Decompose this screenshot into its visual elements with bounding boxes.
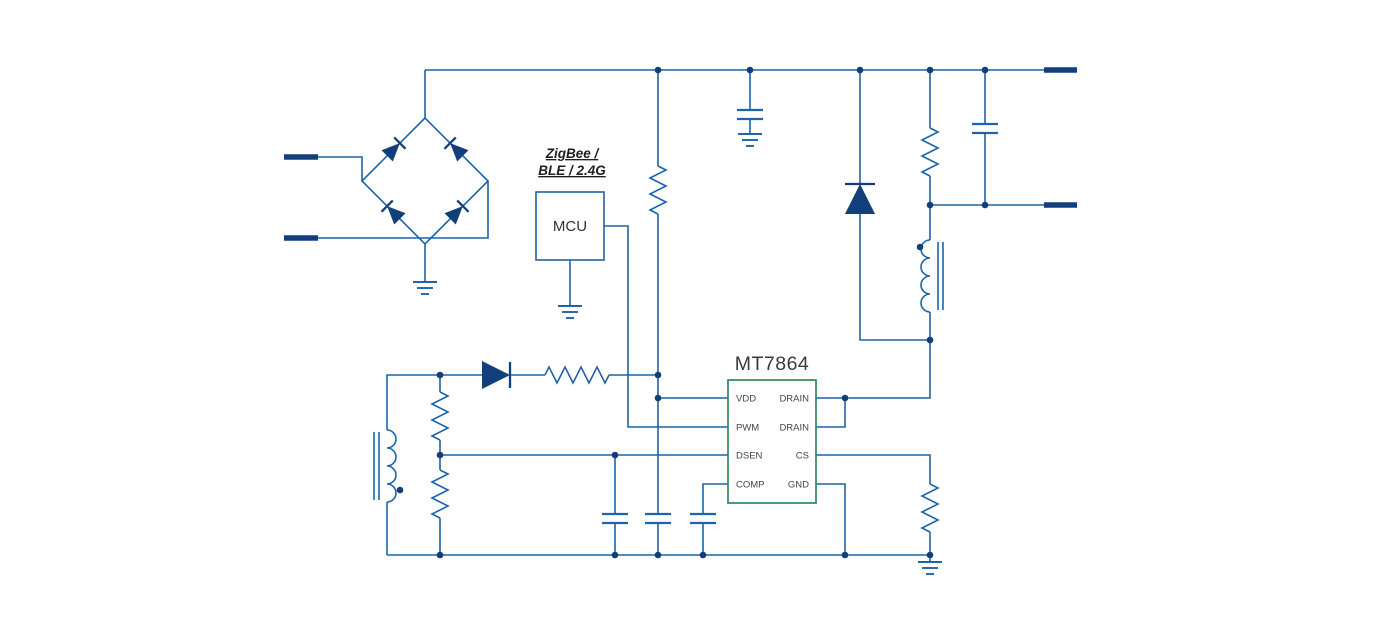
chip-pin-label-gnd: GND: [788, 480, 809, 491]
wireless-label-line2: BLE / 2.4G: [538, 163, 606, 178]
mcu-block: MCU ZigBee / BLE / 2.4G: [535, 146, 606, 261]
chip-pin-label-drain1: DRAIN: [779, 394, 809, 405]
wire-segments: [316, 69, 1045, 562]
resistors: [430, 127, 940, 533]
primary-winding: [916, 239, 944, 313]
bridge-rectifier: [380, 136, 470, 225]
bridge-diode: [443, 136, 469, 162]
capacitor-dsen: [602, 512, 628, 525]
capacitor-comp: [690, 512, 716, 525]
driver-chip: MT7864 VDD PWM DSEN COMP DRAIN DRAIN CS …: [727, 353, 817, 504]
chip-title: MT7864: [735, 353, 810, 375]
chip-body: [727, 379, 817, 504]
resistor-aux-series: [544, 365, 610, 385]
phase-dot: [396, 486, 404, 494]
resistor-divider-lower: [430, 469, 450, 519]
wireless-label-line1: ZigBee /: [545, 146, 600, 161]
chip-pin-label-dsen: DSEN: [736, 451, 763, 462]
resistor-cs-sense: [920, 483, 940, 533]
mcu-label: MCU: [553, 218, 587, 235]
ground-symbol-power: [918, 561, 942, 575]
bridge-diode: [444, 199, 470, 225]
ac-input-terminal-bars: [284, 154, 318, 241]
capacitor-output: [972, 122, 998, 135]
chip-pin-label-pwm: PWM: [736, 423, 759, 434]
chip-pin-label-drain2: DRAIN: [779, 423, 809, 434]
output-terminal-bars: [1044, 67, 1077, 208]
ground-symbol-bridge: [413, 281, 437, 295]
bridge-diode: [380, 199, 406, 225]
capacitor-vdd: [645, 512, 671, 525]
ground-symbol-mcu: [558, 305, 582, 319]
transformer-core: [937, 242, 944, 310]
clamp-diode: [845, 182, 875, 214]
chip-pin-label-comp: COMP: [736, 480, 765, 491]
mcu-box: [535, 191, 605, 261]
phase-dot: [916, 243, 924, 251]
resistor-vdd-feed: [648, 165, 668, 215]
chip-pin-label-cs: CS: [796, 451, 809, 462]
aux-winding: [373, 429, 404, 503]
junction-dots: [436, 66, 989, 559]
bridge-diode: [381, 136, 407, 162]
chip-pin-label-vdd: VDD: [736, 394, 756, 405]
capacitors: [602, 108, 998, 525]
capacitor-input: [737, 108, 763, 121]
resistor-divider-upper: [430, 391, 450, 441]
resistor-output: [920, 127, 940, 177]
transformer-core: [373, 432, 380, 500]
ground-symbol-input-cap: [738, 133, 762, 147]
aux-rectifier-diode: [482, 361, 512, 389]
